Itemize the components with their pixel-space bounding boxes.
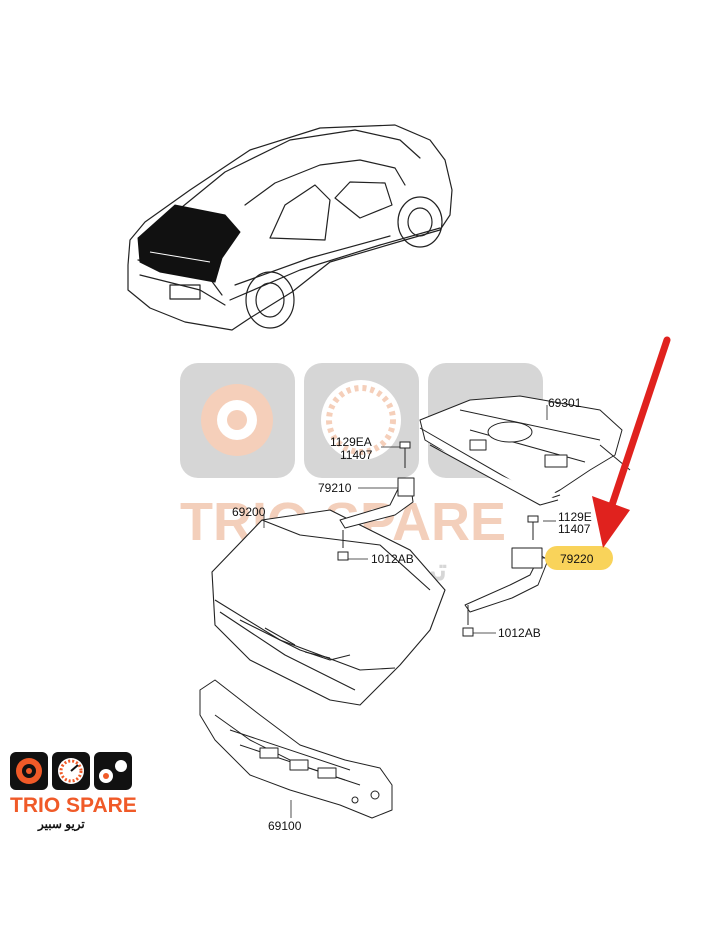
- label-79210[interactable]: 79210: [318, 481, 352, 495]
- rear-wheel: [245, 271, 295, 329]
- package-tray-69301: [419, 395, 631, 506]
- leader-lines: [263, 405, 556, 818]
- label-1129ea-right[interactable]: 1129E: [558, 510, 592, 524]
- label-69200[interactable]: 69200: [232, 505, 266, 519]
- label-69301[interactable]: 69301: [548, 396, 582, 410]
- car-illustration: [127, 124, 453, 331]
- label-11407-left[interactable]: 11407: [340, 448, 373, 462]
- label-79220[interactable]: 79220: [560, 552, 594, 566]
- part-labels: 69301 1129EA 11407 79210 69200 1012AB 11…: [232, 396, 594, 833]
- bolt-1129ea-right: [527, 515, 539, 540]
- logo-brand: TRIO SPARE: [10, 794, 137, 817]
- hinge-79210: [339, 477, 415, 529]
- label-1012ab-right[interactable]: 1012AB: [498, 626, 541, 640]
- label-1129ea-left[interactable]: 1129EA: [330, 435, 372, 449]
- label-11407-right[interactable]: 11407: [558, 522, 591, 536]
- part-highlight-pill: [545, 546, 613, 570]
- watermark-gauge-icon: [321, 380, 401, 460]
- trunk-lid-highlight: [137, 204, 241, 283]
- bolt-1012ab-left: [337, 530, 349, 561]
- bolt-1012ab-right: [462, 605, 474, 637]
- logo-brand-arabic: تريو سبير: [37, 817, 85, 832]
- red-arrow: [592, 336, 671, 548]
- trio-spare-logo: TRIO SPARE تريو سبير: [10, 752, 137, 832]
- front-wheel: [397, 196, 443, 248]
- logo-tile-3: [94, 752, 132, 790]
- hinge-79220: [464, 547, 549, 613]
- label-1012ab-left[interactable]: 1012AB: [371, 552, 414, 566]
- trunk-lid-69200: [211, 509, 446, 706]
- bolt-1129ea-left: [399, 441, 411, 468]
- arrow-head-icon: [592, 496, 630, 548]
- label-69100[interactable]: 69100: [268, 819, 302, 833]
- rear-panel-69100: [199, 679, 393, 819]
